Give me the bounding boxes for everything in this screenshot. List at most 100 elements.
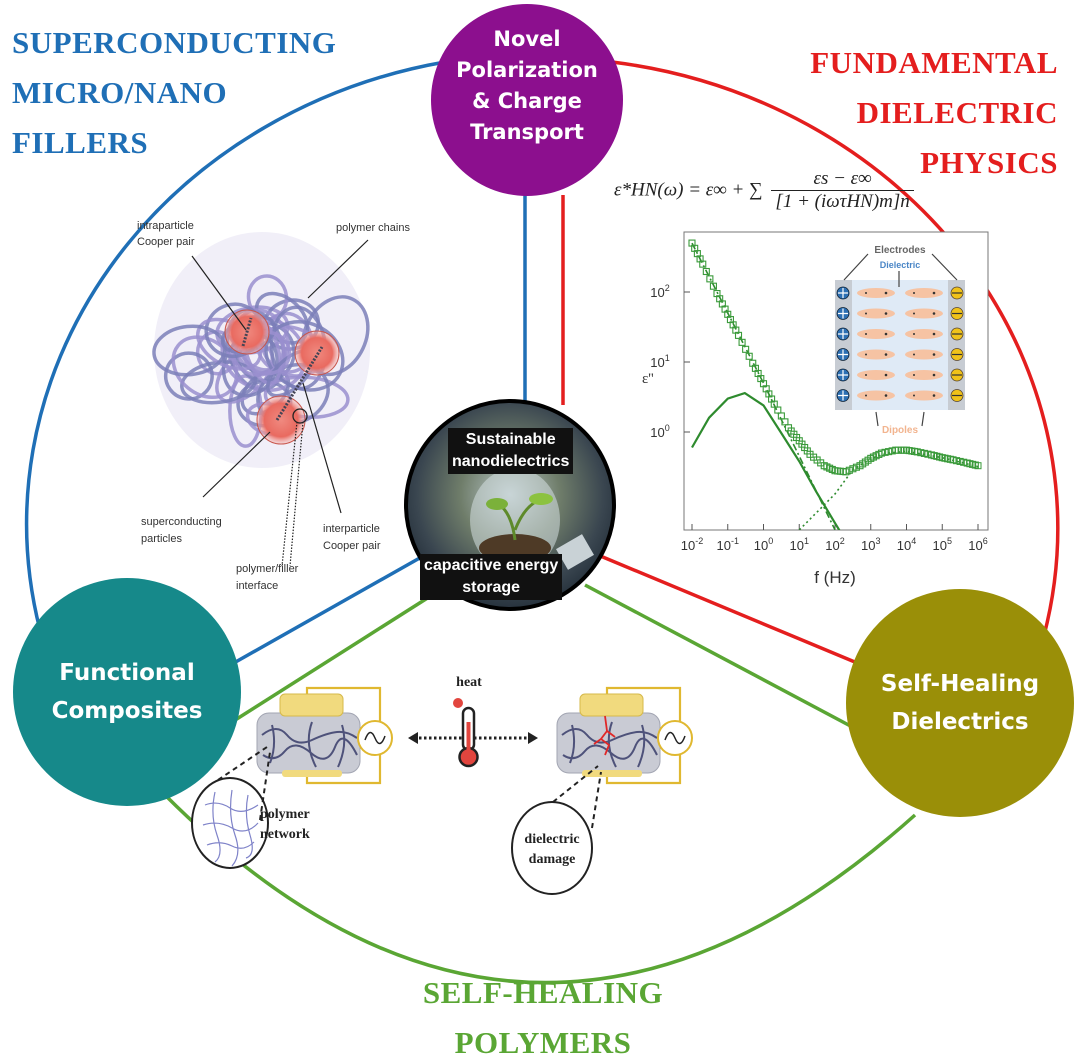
node-top-circle[interactable]	[431, 4, 623, 196]
polymer-network-label-1: polymer	[260, 807, 310, 822]
x-tick-label: 106	[968, 536, 987, 553]
data-marker	[974, 462, 982, 470]
label-intraparticle-1: intraparticle	[137, 220, 194, 232]
label-interface-1: polymer/filler	[236, 563, 299, 575]
node-left-circle[interactable]	[13, 578, 241, 806]
dipole-icon	[905, 329, 943, 339]
node-label-line: Dielectrics	[891, 709, 1029, 735]
node-top-label[interactable]: Novel Polarization & Charge Transport	[431, 24, 623, 148]
data-marker	[845, 466, 853, 474]
polymer-chain	[152, 324, 227, 377]
damage-tree	[593, 715, 616, 756]
dipole-icon	[905, 390, 943, 401]
dielectric-damage-zoom: dielectric damage	[511, 765, 602, 895]
data-marker	[877, 449, 886, 457]
y-tick-label: 101	[650, 353, 669, 370]
label-interface-2: interface	[236, 580, 278, 592]
inset-dipoles-label: Dipoles	[882, 425, 919, 436]
green-connector-right	[584, 583, 859, 732]
data-marker	[956, 457, 964, 466]
red-connector-right	[597, 553, 863, 667]
node-right-circle[interactable]	[846, 589, 1074, 817]
sun-icon	[453, 698, 463, 708]
x-tick-label: 101	[790, 536, 809, 553]
node-label-line: Polarization	[456, 58, 598, 82]
electrode-top	[579, 693, 644, 717]
title-line: FILLERS	[12, 125, 149, 160]
x-tick-label: 104	[897, 536, 916, 553]
dipole-icon	[857, 390, 895, 401]
center-label-top: Sustainable nanodielectrics	[448, 428, 574, 474]
x-axis-label: f (Hz)	[814, 568, 856, 587]
data-marker	[917, 449, 925, 457]
data-marker	[770, 400, 778, 408]
polymer-chains	[261, 721, 358, 768]
data-marker	[885, 448, 893, 456]
node-label-line: Composites	[51, 698, 203, 724]
data-marker	[742, 345, 750, 353]
inset-dielectric-label: Dielectric	[880, 260, 921, 270]
y-axis-label: ε''	[642, 371, 654, 387]
data-marker	[699, 260, 707, 268]
label-polymer-chains: polymer chains	[336, 222, 410, 234]
series-line-solid	[691, 391, 841, 530]
label-particles-2: particles	[141, 533, 182, 545]
dielectric-damage-label-2: damage	[529, 852, 576, 867]
data-marker	[706, 275, 714, 283]
data-marker	[702, 267, 710, 276]
label-particles-1: superconducting	[141, 516, 222, 528]
capacitor-right	[556, 686, 693, 785]
dipole-icon	[905, 288, 943, 298]
data-marker	[738, 338, 746, 346]
title-line: SUPERCONDUCTING	[12, 25, 337, 60]
data-marker	[777, 412, 785, 420]
x-tick-label: 102	[825, 536, 844, 553]
electrode-bottom	[282, 770, 342, 777]
x-tick-label: 105	[933, 536, 952, 553]
dipole-icon	[905, 370, 943, 380]
data-marker	[781, 418, 789, 426]
heat-label: heat	[456, 675, 482, 690]
dipole-icon	[857, 329, 895, 339]
leaf-icon	[529, 493, 553, 505]
label-intraparticle-2: Cooper pair	[137, 236, 195, 248]
title-line: PHYSICS	[920, 145, 1058, 180]
x-tick-label: 103	[861, 536, 880, 553]
inset-electrodes-label: Electrodes	[874, 245, 926, 256]
equation-denominator: [1 + (iωτHN)m]n	[775, 191, 910, 212]
data-marker	[949, 456, 957, 464]
node-label-line: Functional	[59, 660, 195, 686]
polymer-chains	[561, 721, 658, 768]
data-marker	[849, 465, 857, 473]
title-self-healing-polymers: SELF-HEALING POLYMERS	[0, 968, 1086, 1060]
blue-arc	[24, 60, 446, 631]
polymer-chain	[171, 335, 239, 400]
dipole-icon	[857, 288, 895, 298]
center-label-line: storage	[462, 579, 521, 596]
blue-connector-left	[224, 553, 426, 670]
superconducting-particles-figure: intraparticle Cooper pair polymer chains…	[137, 220, 410, 592]
data-marker	[842, 468, 850, 476]
data-marker	[913, 448, 921, 456]
node-right-label[interactable]: Self-Healing Dielectrics	[846, 665, 1074, 741]
leaf-icon	[486, 498, 508, 510]
node-left-label[interactable]: Functional Composites	[13, 654, 241, 730]
dipole-icon	[905, 349, 943, 360]
polymer-network-label-2: network	[260, 827, 310, 842]
title-fundamental-dielectric-physics: FUNDAMENTAL DIELECTRIC PHYSICS	[810, 38, 1058, 188]
title-line: SELF-HEALING	[422, 975, 664, 1010]
node-label-line: Transport	[470, 120, 584, 144]
svg-text:Cooper pair: Cooper pair	[137, 236, 195, 248]
data-marker	[734, 331, 743, 339]
capacitor-left	[256, 686, 393, 785]
title-line: FUNDAMENTAL	[810, 45, 1058, 80]
dipole-icon	[857, 349, 895, 360]
dipole-icon	[905, 308, 943, 319]
data-marker	[953, 457, 961, 465]
data-marker	[709, 282, 717, 290]
center-label-line: Sustainable	[465, 431, 556, 448]
electrode-bottom	[582, 770, 642, 777]
equation-numerator: εs − ε∞	[771, 168, 914, 191]
polymer-network-zoom: polymer network	[191, 744, 310, 869]
